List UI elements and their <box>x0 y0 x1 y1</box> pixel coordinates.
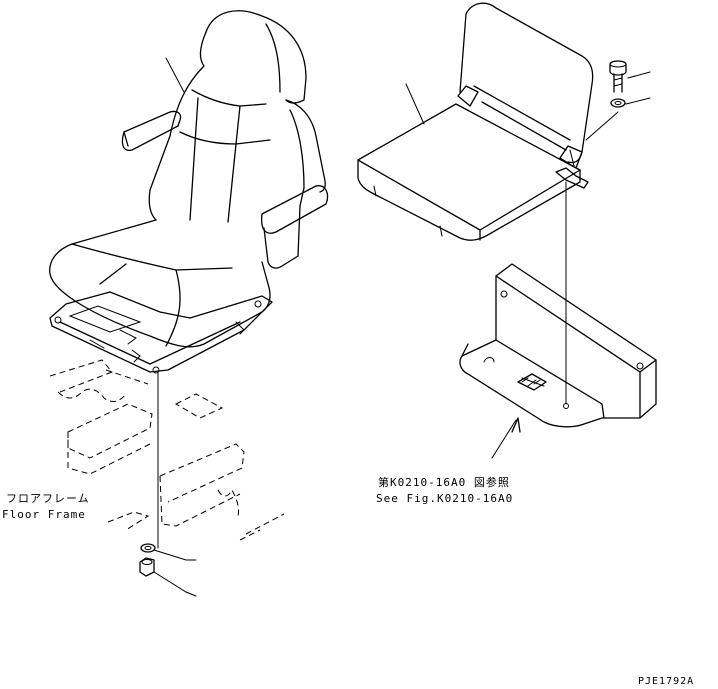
see-figure-label-jp: 第K0210-16A0 図参照 <box>378 476 510 489</box>
floor-frame-phantom <box>49 359 285 549</box>
bench-fasteners <box>565 60 651 405</box>
seat-bracket <box>459 263 657 459</box>
bench-seat <box>357 2 594 241</box>
floor-frame-label-en: Floor Frame <box>2 508 86 521</box>
suspension-seat <box>49 10 329 374</box>
drawing-code: PJE1792A <box>638 676 695 687</box>
floor-frame-label-jp: フロアフレーム <box>6 492 90 505</box>
see-figure-label-en: See Fig.K0210-16A0 <box>376 492 514 505</box>
seat-fasteners <box>139 543 197 597</box>
